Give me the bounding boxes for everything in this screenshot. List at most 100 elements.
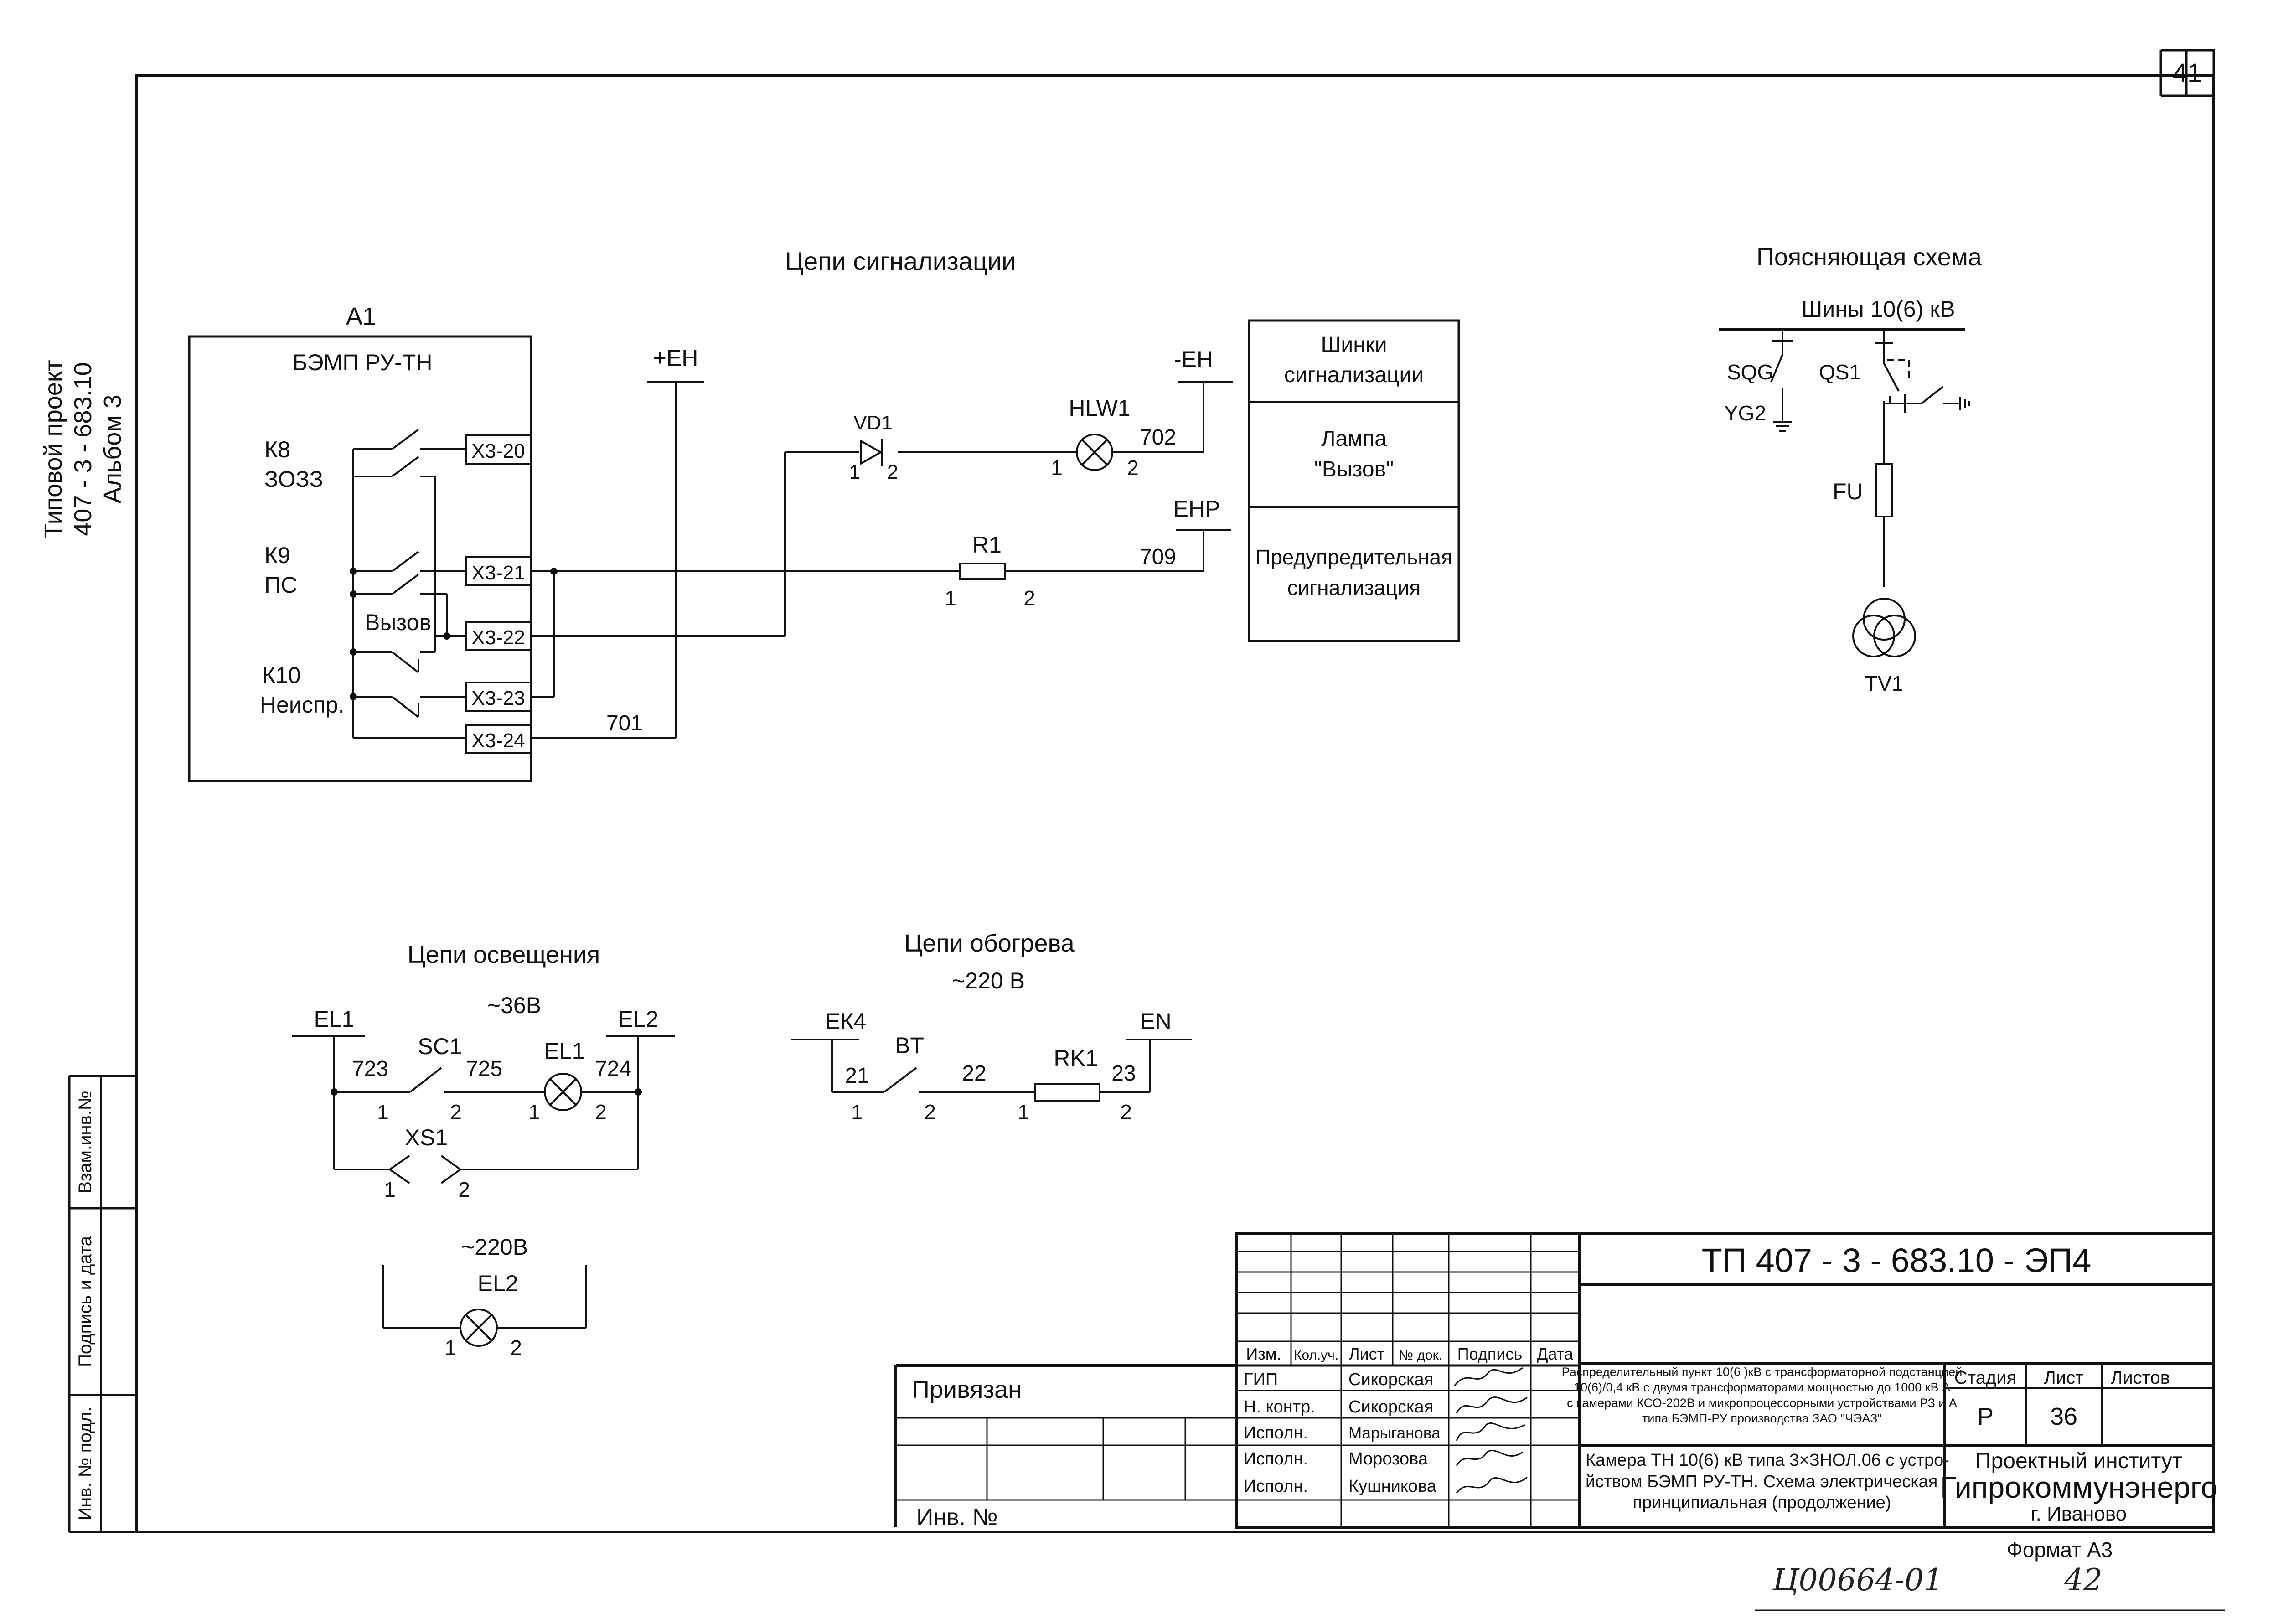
- yg2-label: YG2: [1724, 401, 1766, 425]
- xs1-pin2: 2: [458, 1178, 470, 1201]
- wire-709-label: 709: [1140, 545, 1176, 569]
- xs1-pin1: 1: [384, 1178, 396, 1201]
- fu-label: FU: [1833, 479, 1863, 504]
- wire-22-label: 22: [962, 1061, 986, 1086]
- r1-label: R1: [972, 532, 1002, 558]
- rk1-pin2: 2: [1120, 1100, 1132, 1124]
- bemp-block: БЭМП РУ-ТН К8 ЗОЗЗ К9 ПС Вызов К10 Неисп…: [188, 335, 532, 782]
- side-stamp-podpis: Подпись и дата: [75, 1236, 95, 1367]
- el2-pin2: 2: [510, 1336, 522, 1360]
- hdr-kol: Кол.уч.: [1294, 1348, 1338, 1363]
- vd1-pin2: 2: [887, 461, 898, 483]
- r1-pin2: 2: [1023, 586, 1035, 610]
- wire-724-label: 724: [595, 1057, 631, 1081]
- block-designator: A1: [346, 303, 376, 330]
- el1-pin1: 1: [528, 1100, 540, 1124]
- k8-name: ЗОЗЗ: [264, 466, 323, 492]
- block-name: БЭМП РУ-ТН: [293, 350, 433, 375]
- vd1-diode: [860, 439, 883, 466]
- plus-eh-label: +ЕН: [653, 345, 698, 371]
- hdr-stadiya: Стадия: [1954, 1368, 2016, 1388]
- signal-wiring: [531, 381, 1233, 739]
- sc1-pin2: 2: [450, 1100, 462, 1124]
- contacts-k8-k10: [352, 429, 466, 739]
- en-label: EN: [1140, 1009, 1171, 1034]
- el2-lamp: [460, 1309, 498, 1347]
- light-voltage-36: ~36В: [487, 993, 541, 1018]
- sheet-title-line2: йством БЭМП РУ-ТН. Схема электрическая: [1586, 1472, 1937, 1491]
- inv-label: Инв. №: [916, 1504, 997, 1531]
- r1-pin1: 1: [945, 586, 956, 610]
- side-stamp-vzam: Взам.инв.№: [75, 1091, 95, 1194]
- desc-line2: 10(6)/0,4 кВ с двумя трансформаторами мо…: [1574, 1381, 1950, 1394]
- stadiya-value: Р: [1977, 1403, 1994, 1430]
- bus-signal-l1: Шинки: [1321, 333, 1387, 357]
- xs1-label: XS1: [405, 1125, 448, 1150]
- sheet-title-line3: принципиальная (продолжение): [1633, 1493, 1891, 1512]
- el2-lamp-label: EL2: [478, 1271, 518, 1296]
- doc-code: ТП 407 - 3 - 683.10 - ЭП4: [1702, 1241, 2092, 1279]
- junction: [350, 590, 357, 598]
- handwritten-page: 42: [2064, 1562, 2103, 1598]
- role-gip: ГИП: [1244, 1370, 1278, 1389]
- k9-label: К9: [264, 543, 290, 568]
- bus-lamp-l2: "Вызов": [1314, 457, 1394, 481]
- role-ispoln-3: Исполн.: [1244, 1477, 1308, 1496]
- el1-lamp: [544, 1073, 582, 1111]
- explain-title: Поясняющая схема: [1756, 243, 1982, 271]
- role-ispoln-2: Исполн.: [1244, 1449, 1308, 1469]
- explain-diagram: [1719, 328, 1970, 657]
- el2-bus-label: EL2: [618, 1006, 659, 1032]
- k10-label: К10: [262, 662, 301, 688]
- name-gip: Сикорская: [1348, 1370, 1433, 1389]
- sqg-label: SQG: [1727, 360, 1773, 384]
- terminal-strip: Х3-20 Х3-21 Х3-22 Х3-23 Х3-24: [465, 434, 532, 754]
- junction: [443, 632, 450, 640]
- signal-title: Цепи сигнализации: [785, 247, 1016, 275]
- name-nkontr: Сикорская: [1348, 1397, 1433, 1417]
- rk1-pin1: 1: [1018, 1100, 1029, 1124]
- junction: [550, 568, 558, 575]
- name-ispoln-1: Марыганова: [1348, 1424, 1441, 1442]
- signatures: [1453, 1367, 1528, 1494]
- vd1-pin1: 1: [849, 461, 860, 483]
- tv1-label: TV1: [1865, 672, 1903, 695]
- terminal-x3-22: Х3-22: [471, 626, 525, 649]
- sheet-frame: [68, 49, 2215, 1533]
- name-ispoln-3: Кушникова: [1348, 1477, 1437, 1496]
- side-label: Типовой проект 407 - 3 - 683.10 Альбом 3: [40, 360, 126, 538]
- role-ispoln-1: Исполн.: [1244, 1423, 1308, 1443]
- side-label-line2: 407 - 3 - 683.10: [69, 362, 97, 536]
- bus-warning-l2: сигнализация: [1287, 576, 1421, 600]
- minus-eh-label: -ЕН: [1174, 347, 1213, 372]
- archive-number: Ц00664-01: [1772, 1562, 1943, 1598]
- r1-resistor: [959, 563, 1006, 580]
- rk1-label: RK1: [1054, 1045, 1098, 1071]
- privyazan-label: Привязан: [912, 1376, 1022, 1403]
- explain-bus-label: Шины 10(6) кВ: [1801, 296, 1955, 322]
- light-wiring: [292, 1035, 675, 1329]
- org-line3: г. Иваново: [2031, 1503, 2127, 1525]
- junction: [635, 1088, 642, 1096]
- title-block-grid: [894, 1232, 2215, 1529]
- list-value: 36: [2050, 1403, 2077, 1430]
- hdr-podpis: Подпись: [1457, 1345, 1522, 1363]
- k8-label: К8: [264, 437, 290, 462]
- vyzov-label: Вызов: [365, 610, 431, 635]
- wire-723-label: 723: [352, 1057, 388, 1081]
- format-label: Формат А3: [2007, 1538, 2113, 1562]
- terminal-x3-21: Х3-21: [471, 562, 525, 584]
- hdr-list2: Лист: [2044, 1368, 2084, 1388]
- bt-label: BT: [895, 1033, 924, 1058]
- sheet-number: 41: [2173, 58, 2202, 88]
- el2-pin1: 1: [444, 1336, 456, 1360]
- bus-lamp-l1: Лампа: [1321, 427, 1387, 451]
- side-label-line3: Альбом 3: [99, 395, 126, 504]
- wire-23-label: 23: [1111, 1061, 1136, 1086]
- sheet-title-line1: Камера ТН 10(6) кВ типа 3×ЗНОЛ.06 с устр…: [1586, 1451, 1949, 1470]
- hlw1-pin2: 2: [1127, 456, 1139, 480]
- light-title: Цепи освещения: [408, 941, 600, 968]
- junction: [350, 648, 357, 656]
- wire-21-label: 21: [845, 1064, 869, 1088]
